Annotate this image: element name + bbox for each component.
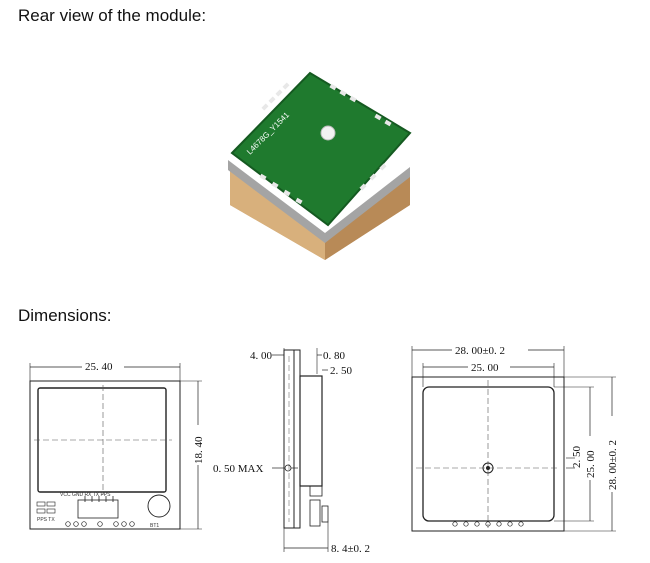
- front-height-label: 18. 40: [193, 436, 205, 464]
- side-view-drawing: 4. 00 0. 80 2. 50 0. 50 MAX 8. 4±0. 2: [213, 348, 370, 555]
- antenna-view-drawing: 28. 00±0. 2 25. 00 2. 50 25. 00 28. 00±0…: [411, 343, 619, 532]
- dimensions-heading: Dimensions:: [18, 306, 112, 325]
- side-gap-label: 0. 50 MAX: [213, 463, 263, 475]
- rear-view-heading: Rear view of the module:: [18, 6, 207, 25]
- antenna-outer-width-label: 28. 00±0. 2: [455, 345, 505, 357]
- side-top-right-2-label: 2. 50: [330, 365, 353, 377]
- battery-label: BT1: [150, 523, 159, 529]
- antenna-inner-height-label: 25. 00: [585, 450, 597, 478]
- front-view-drawing: 25. 40 18. 40 PPS TX VCC GND RX TX PPS B…: [29, 359, 205, 530]
- antenna-inner-width-label: 25. 00: [471, 362, 499, 374]
- pin-labels: VCC GND RX TX PPS: [60, 492, 111, 498]
- antenna-outer-height-label: 28. 00±0. 2: [607, 440, 619, 490]
- side-top-left-label: 4. 00: [250, 350, 273, 362]
- side-top-right-label: 0. 80: [323, 350, 346, 362]
- antenna-offset-label: 2. 50: [571, 446, 583, 469]
- front-width-label: 25. 40: [85, 361, 113, 373]
- side-thickness-label: 8. 4±0. 2: [331, 543, 370, 555]
- led-labels: PPS TX: [37, 517, 55, 523]
- dimension-drawings: 25. 40 18. 40 PPS TX VCC GND RX TX PPS B…: [29, 343, 619, 555]
- module-photo: L4678G_Y1541: [228, 71, 412, 260]
